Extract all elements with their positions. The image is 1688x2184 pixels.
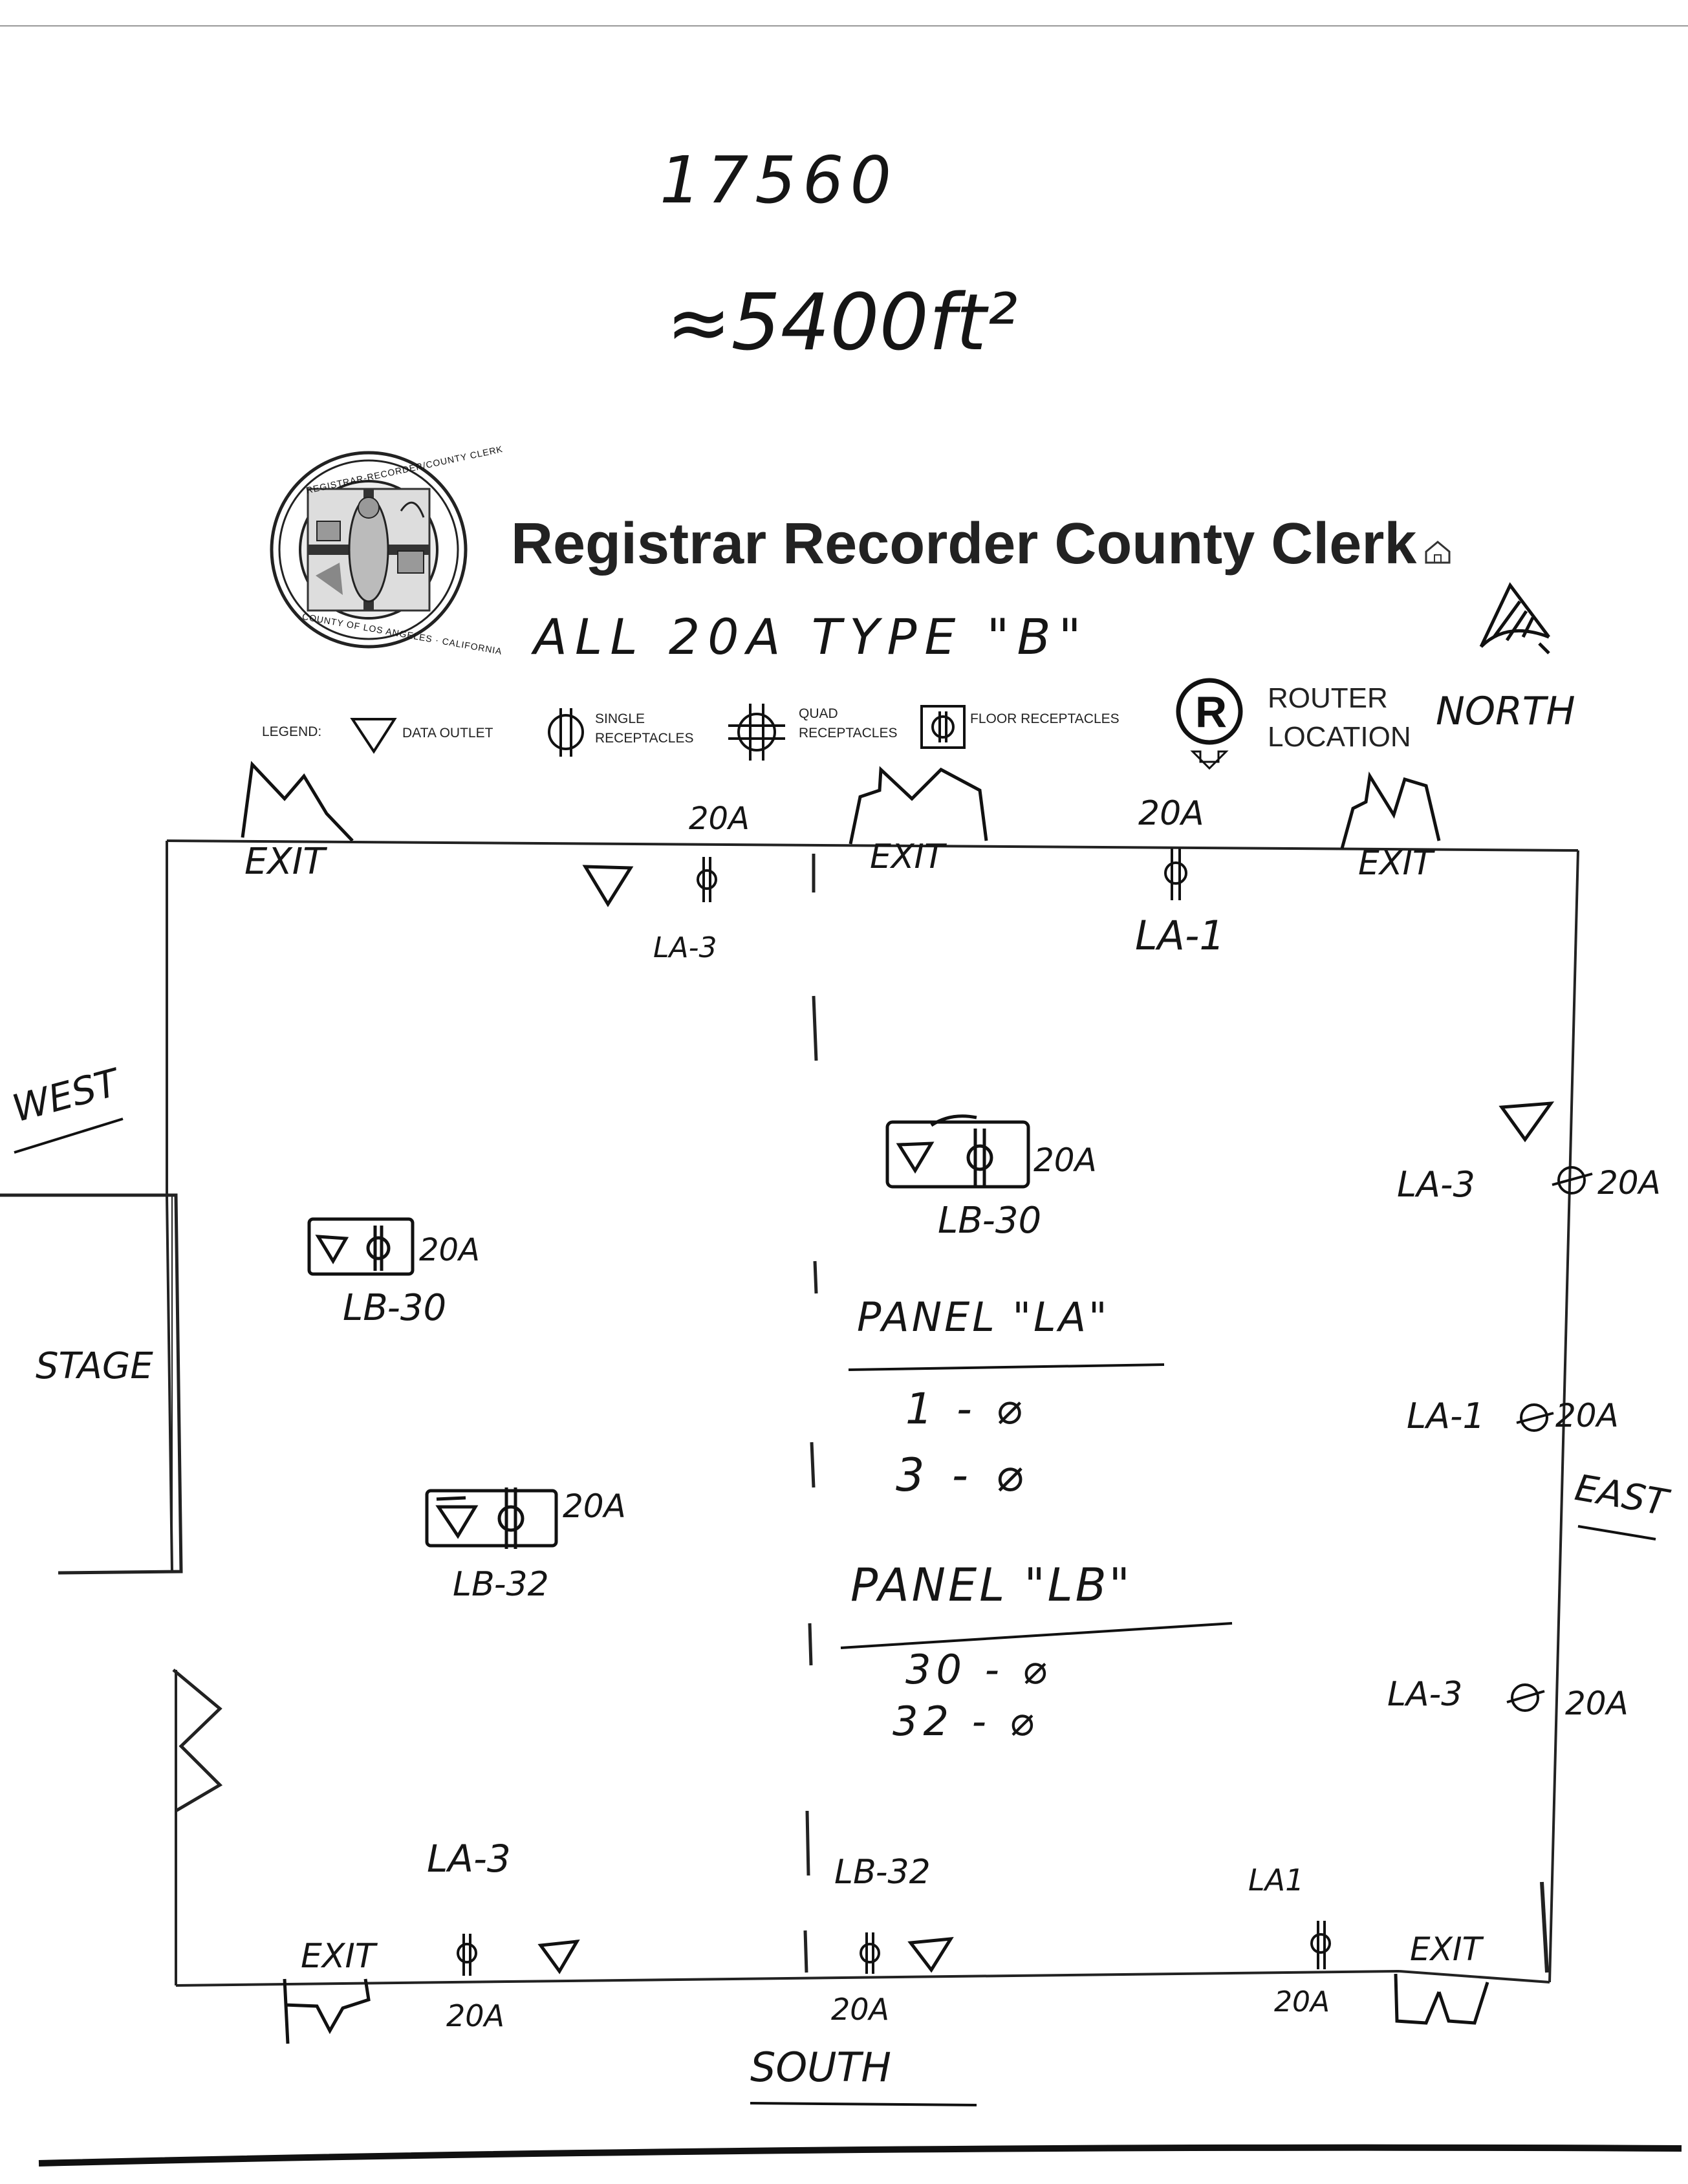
east-circuit-2: LA-1: [1407, 1396, 1485, 1436]
exit-label-n: EXIT: [870, 838, 945, 876]
single-receptacle-icon: [1310, 1921, 1331, 1969]
panel-lb-row-2: 32 - ⌀: [893, 1698, 1039, 1745]
single-receptacle-icon: [1506, 1683, 1545, 1712]
legend-label: LEGEND:: [262, 724, 322, 739]
legend-router-letter: R: [1195, 687, 1228, 737]
single-receptacle-icon: [1516, 1403, 1554, 1432]
exit-label-sw: EXIT: [301, 1937, 376, 1976]
single-receptacle-icon: [697, 857, 717, 902]
floorbox-ll-circuit: LB-32: [453, 1565, 549, 1604]
data-outlet-icon: [907, 1937, 954, 1973]
panel-lb-title: PANEL "LB": [850, 1559, 1132, 1612]
floorbox-ll-amp: 20A: [563, 1487, 626, 1525]
floorbox-cu-amp: 20A: [1033, 1141, 1097, 1179]
single-receptacles: [457, 849, 1331, 1976]
exit-label-ne: EXIT: [1358, 844, 1433, 883]
south-amp-left: 20A: [446, 1998, 505, 2033]
legend-floor: FLOOR RECEPTACLES: [970, 711, 1120, 726]
subtitle-note: ALL 20A TYPE "B": [534, 608, 1089, 665]
east-circuit-1: LA-3: [1397, 1164, 1475, 1205]
north-amp-left: 20A: [689, 801, 750, 837]
data-outlet-icon: [1499, 1101, 1555, 1143]
legend-icons: [350, 704, 966, 761]
panel-la-row-1: 1 - ⌀: [905, 1384, 1027, 1434]
south-amp-right: 20A: [1274, 1985, 1330, 2018]
panel-lb-row-1: 30 - ⌀: [905, 1646, 1052, 1693]
south-circuit-left: LA-3: [427, 1837, 511, 1881]
single-receptacle-icon: [1164, 849, 1187, 900]
home-icon: [1425, 541, 1451, 564]
data-outlet-icon: [582, 865, 634, 907]
legend-quad-2: RECEPTACLES: [799, 726, 898, 741]
center-divider: [803, 854, 818, 1973]
west-underline: [14, 1118, 124, 1154]
panel-la-title: PANEL "LA": [857, 1293, 1110, 1341]
north-circuit-right: LA-1: [1135, 912, 1225, 959]
floorbox-lu-circuit: LB-30: [343, 1287, 447, 1329]
legend-single-1: SINGLE: [595, 711, 645, 726]
building-outline: [0, 839, 1579, 1987]
south-underline: [750, 2102, 977, 2106]
page-title: Registrar Recorder County Clerk: [511, 512, 1417, 576]
exit-label-nw: EXIT: [244, 841, 325, 883]
east-circuit-3: LA-3: [1387, 1675, 1463, 1714]
north-amp-right: 20A: [1138, 794, 1204, 833]
single-receptacle-icon: [457, 1934, 477, 1976]
south-circuit-center: LB-32: [834, 1853, 931, 1892]
south-amp-center: 20A: [831, 1992, 890, 2027]
west-exit-notch: [172, 1669, 223, 1813]
east-underline: [1577, 1525, 1656, 1541]
floor-box-center-upper: [885, 1114, 1030, 1189]
data-outlets: [537, 865, 1555, 1974]
county-seal: [270, 451, 468, 649]
legend-single-2: RECEPTACLES: [595, 731, 694, 746]
legend-single-receptacle-icon: [548, 714, 584, 750]
legend-quad-1: QUAD: [799, 706, 838, 721]
data-outlet-icon: [537, 1939, 580, 1974]
floor-box-left-upper: [307, 1217, 415, 1276]
south-label: SOUTH: [750, 2044, 892, 2091]
exit-door-symbols: [241, 761, 1489, 2044]
east-wall-receptacles: [1506, 1166, 1593, 1712]
legend-router-icon: [1176, 678, 1243, 770]
panel-la-row-2: 3 - ⌀: [896, 1449, 1030, 1502]
north-circuit-left: LA-3: [653, 931, 717, 964]
east-amp-2: 20A: [1555, 1397, 1619, 1434]
east-amp-1: 20A: [1597, 1164, 1661, 1202]
floorbox-cu-circuit: LB-30: [938, 1200, 1042, 1242]
area-note: ≈5400ft²: [666, 278, 1018, 368]
job-number: 17560: [660, 142, 898, 218]
legend-data-outlet: DATA OUTLET: [402, 726, 493, 741]
south-circuit-right: LA1: [1248, 1863, 1304, 1897]
north-label: NORTH: [1436, 689, 1575, 734]
stage-outline: [0, 1193, 183, 1575]
floor-box-left-lower: [425, 1487, 558, 1549]
panel-underlines: [840, 1363, 1233, 1649]
single-receptacle-icon: [1552, 1166, 1593, 1195]
floorbox-lu-amp: 20A: [419, 1232, 480, 1268]
north-arrow-icon: [1479, 582, 1550, 654]
legend-router-1: ROUTER: [1268, 682, 1388, 714]
single-receptacle-icon: [860, 1932, 880, 1974]
stage-label: STAGE: [36, 1345, 153, 1387]
legend-quad-receptacle-icon: [737, 713, 776, 751]
legend-floor-receptacle-icon: [920, 705, 966, 749]
east-amp-3: 20A: [1565, 1685, 1628, 1722]
legend-data-outlet-icon: [350, 718, 397, 754]
exit-label-se: EXIT: [1410, 1930, 1482, 1968]
legend-router-2: LOCATION: [1268, 721, 1411, 753]
page-bottom-edge: [38, 2144, 1682, 2167]
